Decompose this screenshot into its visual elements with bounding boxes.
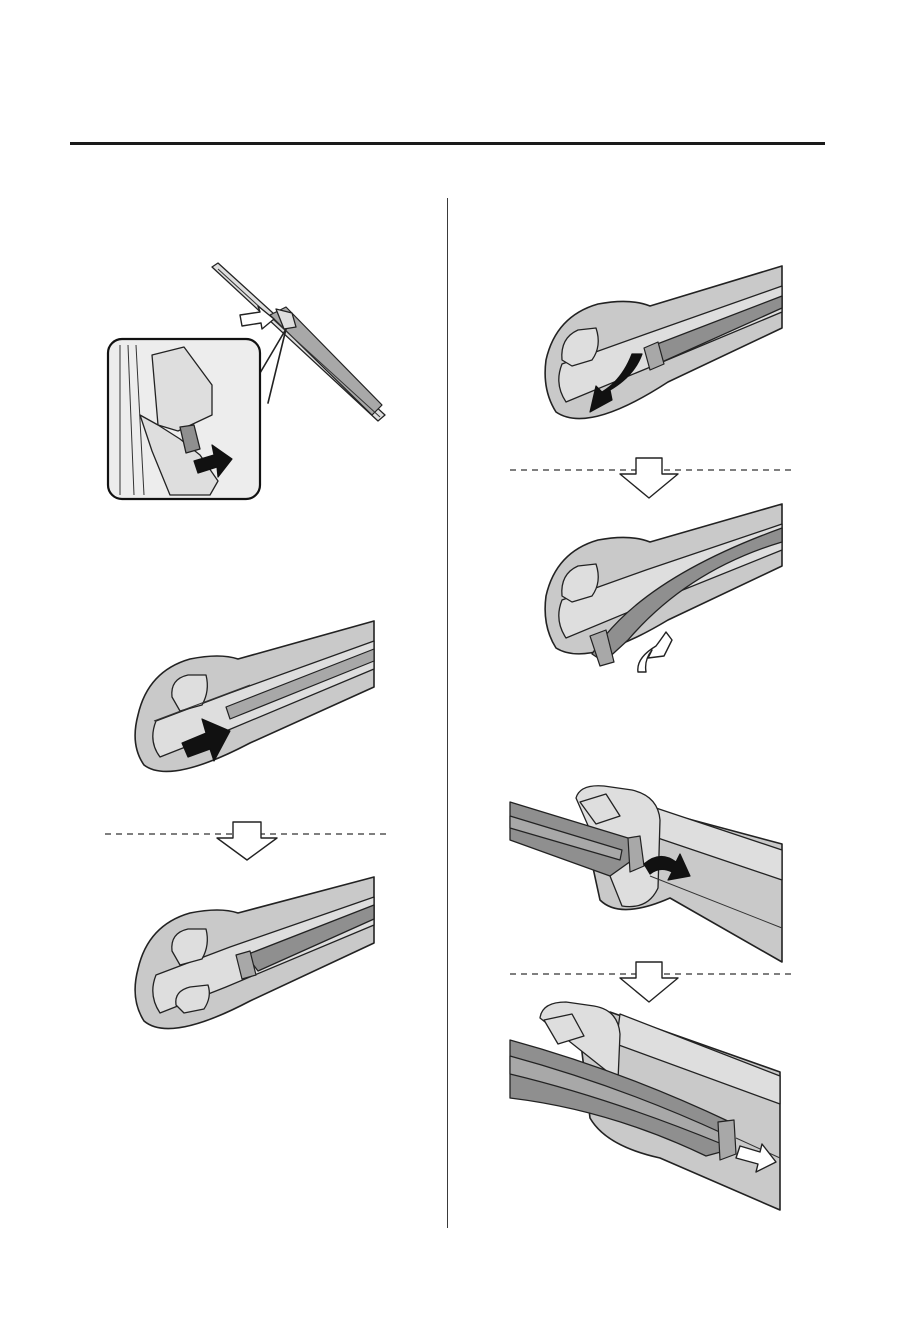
blade-slid-out-step-figure	[509, 1001, 781, 1211]
release-tab-icon	[179, 424, 201, 454]
slide-arrow-icon	[735, 1143, 777, 1173]
column-divider	[447, 198, 448, 1228]
wiper-blade-end-icon	[544, 265, 783, 420]
slide-arrow-icon	[643, 853, 691, 881]
slide-arrow-icon	[239, 305, 275, 330]
step-down-arrow-icon	[619, 961, 679, 1003]
wiper-blade-clip-icon	[509, 785, 783, 963]
step-down-arrow-icon	[619, 457, 679, 499]
push-arrow-icon	[193, 444, 233, 478]
wiper-release-detail-figure	[106, 262, 386, 501]
wiper-arm-icon	[211, 262, 386, 422]
pull-arrow-icon	[637, 631, 673, 673]
blade-insert-step-figure	[134, 620, 375, 773]
blade-removal-step-figure	[544, 503, 783, 673]
wiper-blade-end-icon	[134, 876, 375, 1030]
inset-detail-box	[106, 337, 262, 501]
header-rule	[70, 142, 825, 145]
step-transition-left	[105, 821, 390, 861]
pull-arrow-icon	[589, 353, 643, 413]
step-transition-right-lower	[510, 961, 795, 1003]
blade-inserted-step-figure	[134, 876, 375, 1030]
push-arrow-icon	[181, 718, 231, 762]
step-down-arrow-icon	[216, 821, 278, 861]
blade-unlock-step-figure	[544, 265, 783, 420]
wiper-blade-end-icon	[544, 503, 783, 667]
step-transition-right-upper	[510, 457, 795, 499]
wiper-blade-end-icon	[134, 620, 375, 773]
blade-slide-step-figure	[509, 785, 783, 963]
wiper-blade-clip-icon	[509, 1001, 781, 1211]
